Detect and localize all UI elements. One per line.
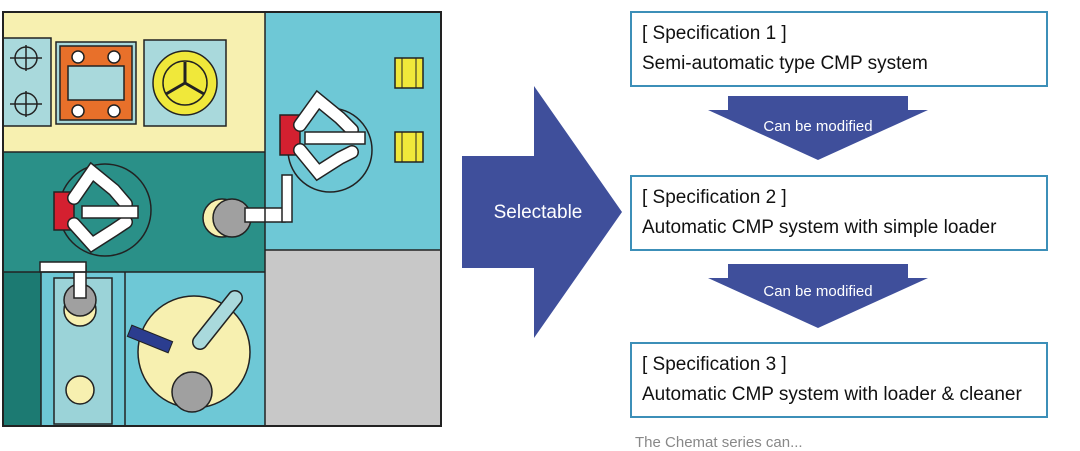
cleaner-head <box>39 261 97 405</box>
wafer-cassette-1 <box>394 57 424 89</box>
cmp-machine-layout-illustration <box>2 11 442 427</box>
lower-left-bay <box>3 272 41 426</box>
spec-3-title: [ Specification 3 ] <box>642 354 787 375</box>
spec-3-desc: Automatic CMP system with loader & clean… <box>642 384 1022 405</box>
polishing-table <box>126 290 251 413</box>
spec-1-title: [ Specification 1 ] <box>642 23 787 44</box>
load-head <box>202 174 293 238</box>
caption-text: The Chemat series can... <box>635 434 803 451</box>
transfer-robot-upper <box>279 89 373 193</box>
selectable-arrow <box>462 86 622 338</box>
hotplate-module <box>2 37 52 127</box>
transfer-robot-middle <box>53 161 152 257</box>
spec-box-3: [ Specification 3 ] Automatic CMP system… <box>630 342 1048 418</box>
selectable-label: Selectable <box>493 202 583 223</box>
spec-2-title: [ Specification 2 ] <box>642 187 787 208</box>
modify-arrow-1 <box>708 96 928 160</box>
modify-arrow-2 <box>708 264 928 328</box>
modify-arrow-2-label: Can be modified <box>763 283 873 300</box>
spec-1-desc: Semi-automatic type CMP system <box>642 53 928 74</box>
gray-bay <box>265 250 441 426</box>
modify-arrow-1-label: Can be modified <box>763 118 873 135</box>
spec-2-desc: Automatic CMP system with simple loader <box>642 217 997 238</box>
spec-box-1: [ Specification 1 ] Semi-automatic type … <box>630 11 1048 87</box>
spec-box-2: [ Specification 2 ] Automatic CMP system… <box>630 175 1048 251</box>
wafer-cassette-2 <box>394 131 424 163</box>
